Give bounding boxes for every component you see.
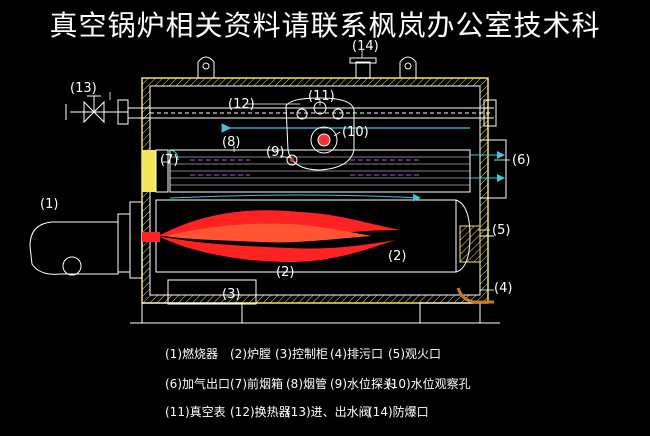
lifting-lug-left — [197, 56, 215, 78]
water-valve — [65, 95, 129, 125]
explosion-port — [349, 57, 377, 79]
legend-item: (9)水位探头 — [330, 376, 395, 391]
legend-item: (3)控制柜 — [275, 347, 328, 361]
legend-item: (10)水位观察孔 — [386, 376, 471, 391]
flame — [158, 210, 400, 262]
legend-item: (7)前烟箱 — [230, 376, 283, 391]
burner — [29, 201, 160, 279]
diagram-title: 真空锅炉相关资料请联系枫岚办公室技术科 — [49, 9, 601, 42]
observation-port — [459, 225, 494, 263]
boiler-shell — [130, 77, 500, 324]
legend-item: (8)烟管 — [286, 376, 327, 391]
legend-item: (11)真空表 — [165, 405, 226, 419]
callout-12: (12) — [228, 97, 255, 112]
callout-13: (13) — [70, 81, 97, 96]
callout-3: (3) — [222, 287, 240, 302]
callout-1: (1) — [40, 197, 58, 212]
legend-item: (14)防爆口 — [368, 404, 429, 419]
sewage-outlet — [456, 287, 494, 304]
water-outlet — [470, 139, 507, 199]
legend-item: (2)炉膛 — [230, 347, 271, 361]
callout-2a: (2) — [276, 265, 294, 280]
callout-4: (4) — [494, 281, 512, 296]
legend-item: (6)加气出口 — [165, 376, 230, 391]
callout-7: (7) — [160, 153, 178, 168]
legend-item: (5)观火口 — [388, 347, 441, 361]
legend-item: (12)换热器 — [230, 405, 291, 419]
callout-5: (5) — [492, 223, 510, 238]
callout-11: (11) — [308, 89, 335, 104]
lifting-lug-right — [399, 56, 417, 78]
leader-lines — [109, 50, 510, 291]
callout-14: (14) — [352, 39, 379, 54]
heat-exchanger — [128, 99, 497, 133]
smoke-tubes — [169, 149, 471, 193]
callout-2b: (2) — [388, 249, 406, 264]
callout-6: (6) — [512, 153, 530, 168]
control-box — [167, 279, 257, 305]
callout-10: (10) — [342, 125, 369, 140]
callout-9: (9) — [266, 145, 284, 160]
callout-8: (8) — [222, 135, 240, 150]
legend-item: (4)排污口 — [330, 347, 383, 361]
legend: (1)燃烧器 (2)炉膛 (3)控制柜 (4)排污口 (5)观火口 (6)加气出… — [165, 346, 471, 419]
legend-item: (13)进、出水阀 — [286, 405, 371, 419]
legend-item: (1)燃烧器 — [165, 346, 218, 361]
